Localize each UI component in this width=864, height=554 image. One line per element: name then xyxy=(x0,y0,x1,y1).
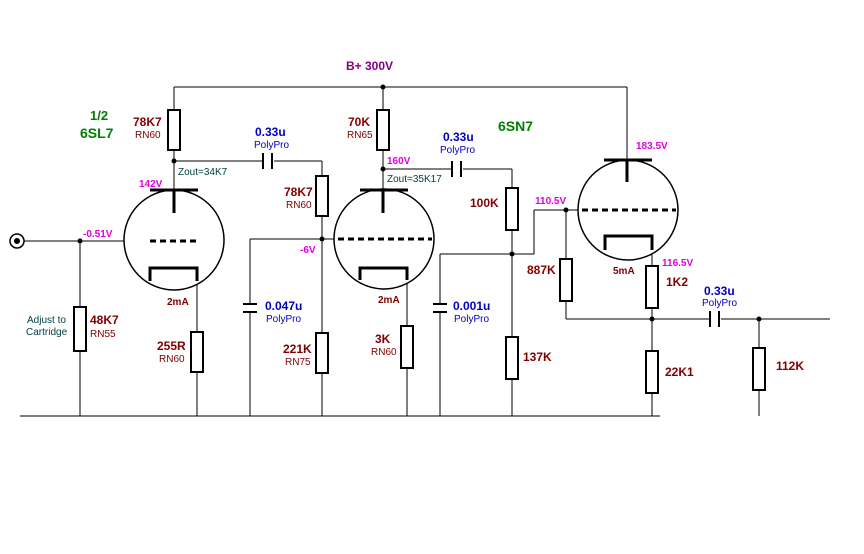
resistor-feedback-value: 887K xyxy=(527,263,556,277)
wires xyxy=(20,86,830,417)
capacitor-shunt-2 xyxy=(433,303,447,313)
resistor-cathode-1-type: RN60 xyxy=(159,354,185,365)
voltage-v3-cathode: 116.5V xyxy=(662,258,693,269)
capacitor-shunt-1 xyxy=(243,303,257,313)
resistor-cathode-3 xyxy=(645,265,659,309)
capacitor-shunt-1-type: PolyPro xyxy=(266,314,301,325)
current-v1: 2mA xyxy=(167,297,189,308)
capacitor-shunt-2-value: 0.001u xyxy=(453,299,490,313)
resistor-plate-2 xyxy=(376,109,390,151)
adjust-note-line1: Adjust to xyxy=(27,315,66,326)
resistor-output xyxy=(752,347,766,391)
zout-2-note: Zout=35K17 xyxy=(387,174,442,185)
labels: B+ 300V 1/2 6SL7 6SN7 142V -0.51V 160V -… xyxy=(26,59,804,379)
resistor-plate-1-value: 78K7 xyxy=(133,115,162,129)
capacitor-couple-1 xyxy=(262,153,273,169)
resistor-grid-2-type: RN60 xyxy=(286,200,312,211)
resistor-cathode-1-value: 255R xyxy=(157,339,186,353)
resistor-shunt-2 xyxy=(315,332,329,374)
resistor-cathode-2-value: 3K xyxy=(375,332,391,346)
adjust-note-line2: Cartridge xyxy=(26,327,68,338)
capacitor-couple-2-value: 0.33u xyxy=(443,130,474,144)
resistor-load-3-value: 22K1 xyxy=(665,365,694,379)
voltage-v1-grid: -0.51V xyxy=(83,229,113,240)
voltage-v1-plate: 142V xyxy=(139,179,163,190)
current-v2: 2mA xyxy=(378,295,400,306)
capacitor-shunt-2-type: PolyPro xyxy=(454,314,489,325)
tube-v1-type: 6SL7 xyxy=(80,125,114,141)
resistor-shunt-2-value: 221K xyxy=(283,342,312,356)
resistor-grid-2 xyxy=(315,175,329,217)
resistor-cathode-2-type: RN60 xyxy=(371,347,397,358)
resistor-input-value: 48K7 xyxy=(90,313,119,327)
resistor-cathode-1 xyxy=(190,331,204,373)
resistor-load-3 xyxy=(645,350,659,394)
resistor-plate-1 xyxy=(167,109,181,151)
resistor-cathode-3-value: 1K2 xyxy=(666,275,688,289)
capacitor-couple-1-value: 0.33u xyxy=(255,125,286,139)
resistor-shunt-2-type: RN75 xyxy=(285,357,311,368)
resistor-input-type: RN55 xyxy=(90,329,116,340)
resistor-grid-2-value: 78K7 xyxy=(284,185,313,199)
capacitor-output xyxy=(709,311,720,327)
resistor-divider-top-value: 100K xyxy=(470,196,499,210)
zout-1-note: Zout=34K7 xyxy=(178,167,228,178)
supply-label: B+ 300V xyxy=(346,59,393,73)
capacitor-output-value: 0.33u xyxy=(704,284,735,298)
junctions xyxy=(77,84,762,322)
tube-v2 xyxy=(333,188,435,290)
tube-v2-type: 6SN7 xyxy=(498,118,533,134)
tube-v1-fraction: 1/2 xyxy=(90,108,108,123)
resistor-plate-1-type: RN60 xyxy=(135,130,161,141)
voltage-v3-grid: 110.5V xyxy=(535,196,566,207)
capacitor-couple-2 xyxy=(451,161,462,177)
current-v3: 5mA xyxy=(613,266,635,277)
capacitors xyxy=(243,153,720,327)
voltage-v3-plate: 183.5V xyxy=(636,141,668,152)
resistor-feedback xyxy=(559,258,573,302)
capacitor-couple-2-type: PolyPro xyxy=(440,145,475,156)
resistor-divider-top xyxy=(505,187,519,231)
capacitor-output-type: PolyPro xyxy=(702,298,737,309)
tube-v1 xyxy=(123,188,225,291)
tube-v3 xyxy=(577,158,679,261)
resistor-cathode-2 xyxy=(400,325,414,369)
resistor-input xyxy=(73,306,87,352)
capacitor-couple-1-type: PolyPro xyxy=(254,140,289,151)
input-jack-icon xyxy=(9,233,25,249)
resistor-output-value: 112K xyxy=(776,359,804,373)
resistor-plate-2-value: 70K xyxy=(348,115,370,129)
resistors xyxy=(73,109,766,394)
voltage-v2-grid: -6V xyxy=(300,245,316,256)
resistor-divider-bottom-value: 137K xyxy=(523,350,552,364)
voltage-v2-plate: 160V xyxy=(387,156,411,167)
resistor-plate-2-type: RN65 xyxy=(347,130,373,141)
capacitor-shunt-1-value: 0.047u xyxy=(265,299,302,313)
resistor-divider-bottom xyxy=(505,336,519,380)
